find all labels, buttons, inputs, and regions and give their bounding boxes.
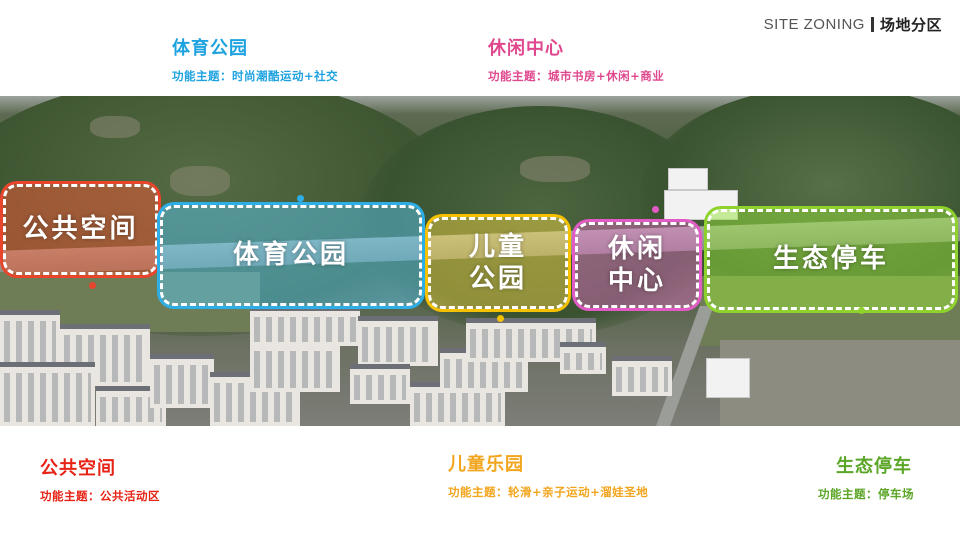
- caption-leisure-name: 休闲中心: [488, 38, 564, 59]
- page-header: SITE ZONING 场地分区: [764, 14, 942, 35]
- caption-leisure-theme: 功能主题：城市书房+休闲+商业: [488, 69, 665, 83]
- caption-kids-name: 儿童乐园: [448, 454, 524, 475]
- zone-kids-park[interactable]: 儿童 公园: [428, 217, 568, 309]
- caption-kids-park: 儿童乐园 功能主题：轮滑+亲子运动+溜娃圣地: [448, 450, 648, 500]
- caption-kids-theme: 功能主题：轮滑+亲子运动+溜娃圣地: [448, 485, 649, 499]
- caption-public-space: 公共空间 功能主题：公共活动区: [40, 454, 160, 504]
- caption-sports-theme: 功能主题：时尚潮酷运动+社交: [172, 69, 339, 83]
- marker-dot-leisure: [652, 206, 659, 213]
- zone-sports-label: 体育公园: [232, 240, 349, 271]
- zone-kids-label-line1: 儿童: [468, 231, 527, 262]
- caption-sports-park: 体育公园 功能主题：时尚潮酷运动+社交: [172, 34, 338, 84]
- caption-eco-name: 生态停车: [836, 456, 912, 477]
- zone-leisure-label-line2: 中心: [607, 266, 666, 296]
- caption-public-theme: 功能主题：公共活动区: [40, 489, 160, 503]
- marker-dot-kids: [497, 315, 504, 322]
- zone-eco-parking[interactable]: 生态停车: [707, 209, 955, 310]
- header-divider: [870, 17, 874, 32]
- header-title-cn: 场地分区: [879, 16, 942, 34]
- header-title-en: SITE ZONING: [763, 16, 865, 33]
- marker-dot-eco: [858, 307, 865, 314]
- zone-public-space[interactable]: 公共空间: [3, 184, 158, 275]
- marker-dot-public: [89, 282, 96, 289]
- zone-leisure-center[interactable]: 休闲 中心: [575, 222, 699, 308]
- zone-leisure-label-line1: 休闲: [607, 233, 666, 264]
- zone-sports-park[interactable]: 体育公园: [160, 205, 422, 306]
- caption-sports-name: 体育公园: [172, 38, 248, 59]
- zone-kids-label-line2: 公园: [468, 264, 527, 294]
- zone-eco-label: 生态停车: [772, 244, 889, 275]
- zone-public-label: 公共空间: [22, 214, 139, 245]
- caption-public-name: 公共空间: [40, 458, 116, 479]
- caption-eco-theme: 功能主题：停车场: [818, 487, 914, 501]
- caption-leisure-center: 休闲中心 功能主题：城市书房+休闲+商业: [488, 34, 664, 84]
- caption-eco-parking: 生态停车 功能主题：停车场: [818, 452, 914, 502]
- marker-dot-sports: [297, 195, 304, 202]
